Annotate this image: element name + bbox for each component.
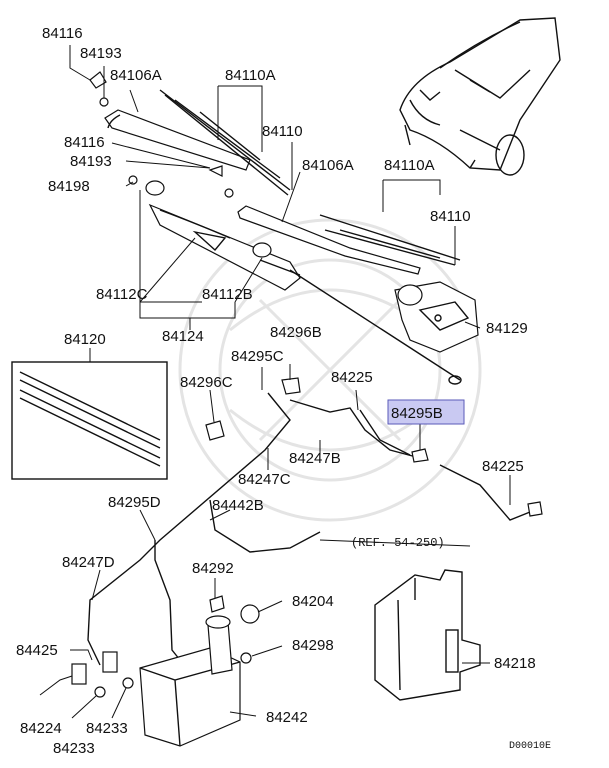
label-84110[interactable]: 84110 — [262, 123, 303, 140]
label-84124[interactable]: 84124 — [162, 328, 204, 345]
label-84224[interactable]: 84224 — [20, 720, 62, 737]
label-84112c[interactable]: 84112C — [96, 286, 148, 303]
label-84110a[interactable]: 84110A — [225, 67, 276, 84]
nozzles-clips — [205, 377, 543, 517]
wiper-blade-left — [159, 89, 291, 196]
wiper-blade-right — [319, 214, 461, 266]
label-84247b[interactable]: 84247B — [289, 450, 341, 467]
label-84247c[interactable]: 84247C — [238, 471, 291, 488]
label-84116[interactable]: 84116 — [42, 25, 83, 42]
label-84298[interactable]: 84298 — [292, 637, 334, 654]
washer-hoses — [87, 392, 536, 666]
wiper-arm-left — [104, 109, 251, 171]
washer-pumps — [71, 651, 134, 698]
label-84295c[interactable]: 84295C — [231, 348, 284, 365]
label-84198[interactable]: 84198 — [48, 178, 90, 195]
watermark-emblem — [178, 218, 482, 522]
label-84295b[interactable]: 84295B — [391, 405, 443, 422]
washer-reservoir-outline — [374, 569, 481, 701]
small-parts-top — [89, 71, 234, 198]
label-84110a-b[interactable]: 84110A — [384, 157, 435, 174]
label-84296b[interactable]: 84296B — [270, 324, 322, 341]
label-84442b[interactable]: 84442B — [212, 497, 264, 514]
ref-54-250[interactable]: (REF. 54-250) — [351, 536, 445, 550]
wiper-motor — [394, 281, 479, 353]
blade-refill-box — [11, 361, 168, 480]
label-84425[interactable]: 84425 — [16, 642, 58, 659]
label-84233[interactable]: 84233 — [86, 720, 128, 737]
label-84116-b[interactable]: 84116 — [64, 134, 105, 151]
label-84242[interactable]: 84242 — [266, 709, 308, 726]
label-84106a-b[interactable]: 84106A — [302, 157, 354, 174]
label-84110-b[interactable]: 84110 — [430, 208, 471, 225]
label-84225[interactable]: 84225 — [331, 369, 373, 386]
label-84247d[interactable]: 84247D — [62, 554, 115, 571]
label-84129[interactable]: 84129 — [486, 320, 528, 337]
label-84218[interactable]: 84218 — [494, 655, 536, 672]
wiper-arm-right — [237, 205, 421, 275]
label-84204[interactable]: 84204 — [292, 593, 334, 610]
label-84295d[interactable]: 84295D — [108, 494, 161, 511]
label-84292[interactable]: 84292 — [192, 560, 234, 577]
label-84193[interactable]: 84193 — [80, 45, 122, 62]
label-84120[interactable]: 84120 — [64, 331, 106, 348]
highlight-84295b — [387, 399, 465, 425]
leader-lines — [39, 45, 511, 719]
label-84106a[interactable]: 84106A — [110, 67, 162, 84]
label-84296c[interactable]: 84296C — [180, 374, 233, 391]
label-84225-b[interactable]: 84225 — [482, 458, 524, 475]
label-84193-b[interactable]: 84193 — [70, 153, 112, 170]
washer-tank — [139, 595, 260, 747]
car-outline-icon — [399, 17, 561, 176]
label-84112b[interactable]: 84112B — [202, 286, 253, 303]
wiper-linkage — [145, 180, 462, 385]
label-84233-b[interactable]: 84233 — [53, 740, 95, 757]
diagram-code: D00010E — [509, 741, 551, 752]
